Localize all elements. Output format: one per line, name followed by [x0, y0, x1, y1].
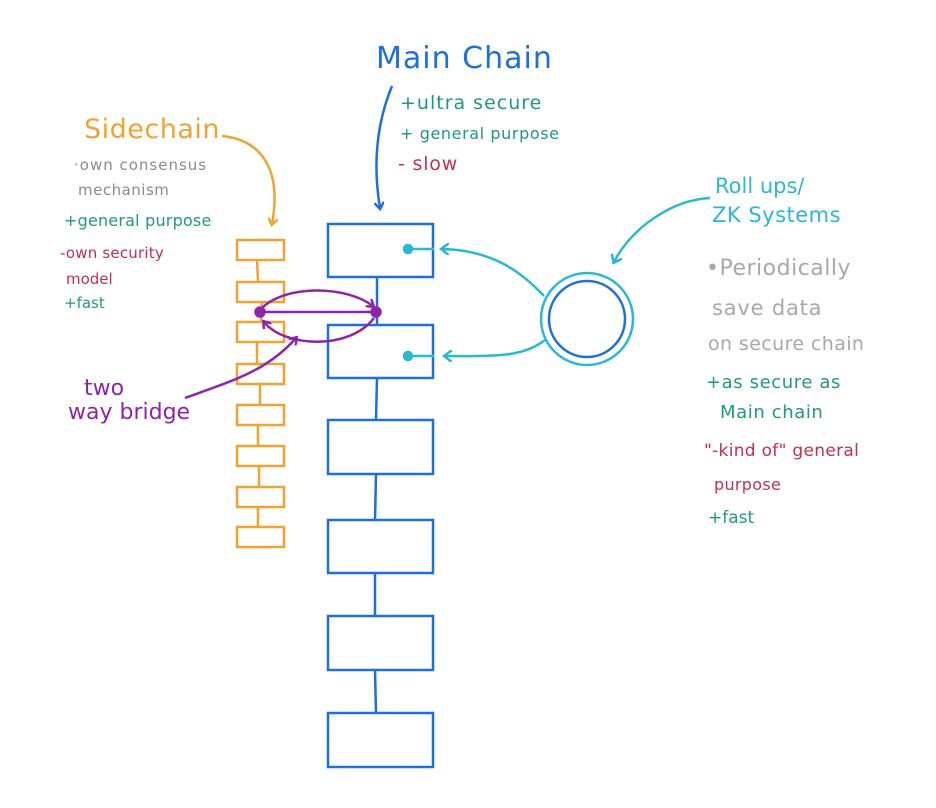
- main-link-5: [373, 669, 378, 714]
- rollups-note-purpose: purpose: [714, 475, 782, 494]
- main-chain-note-slow: - slow: [398, 153, 459, 175]
- sidechain-note-general-purpose: +general purpose: [64, 211, 212, 230]
- main-link-3: [373, 473, 378, 521]
- rollup-label-arrow: [614, 196, 711, 262]
- side-block-2: [235, 280, 286, 304]
- side-block-1: [235, 238, 286, 262]
- bridge-endpoint-left: [254, 306, 266, 318]
- bridge-endpoint-right: [370, 306, 382, 318]
- rollup-system: [402, 196, 711, 367]
- side-block-8: [235, 525, 286, 549]
- rollup-arrow-to-block-1: [442, 249, 545, 297]
- rollup-inner-ring: [547, 279, 627, 359]
- side-block-5: [235, 403, 286, 427]
- two-way-bridge: [184, 289, 382, 400]
- bridge-label-line-1: two: [84, 376, 125, 401]
- main-chain-note-general-purpose: + general purpose: [400, 124, 560, 143]
- rollups-note-main-chain: Main chain: [720, 402, 824, 423]
- rollup-arrow-to-block-2: [445, 338, 546, 356]
- rollup-outer-ring: [539, 271, 635, 367]
- sidechain-note-model: model: [66, 270, 113, 288]
- main-block-6: [326, 711, 435, 769]
- bridge-arc-bottom: [264, 317, 375, 343]
- side-link: [255, 259, 260, 283]
- rollups-note-kind-of-general: "-kind of" general: [704, 441, 860, 461]
- main-block-3: [326, 418, 435, 476]
- sidechain-blocks: [235, 238, 286, 549]
- main-chain-note-ultra-secure: +ultra secure: [400, 92, 543, 114]
- sidechain-note-fast: +fast: [64, 294, 105, 312]
- bridge-arc-top: [261, 289, 373, 309]
- rollups-note-periodically: •Periodically: [706, 256, 852, 281]
- main-chain: [326, 222, 435, 769]
- main-link-2: [374, 377, 379, 421]
- main-block-5: [326, 614, 435, 672]
- sidechain-label-arrow: [221, 134, 275, 224]
- main-block-4: [326, 518, 435, 575]
- main-chain-title: Main Chain: [376, 41, 553, 76]
- sidechain-note-mechanism: mechanism: [78, 181, 170, 199]
- sidechain-title: Sidechain: [84, 114, 221, 145]
- rollups-note-secure-chain: on secure chain: [708, 333, 865, 355]
- sidechain-note-own-security: -own security: [60, 244, 164, 262]
- rollups-note-save-data: save data: [712, 296, 823, 320]
- sidechain-note-consensus: ·own consensus: [74, 156, 208, 174]
- rollups-note-as-secure: +as secure as: [706, 372, 841, 393]
- bridge-label-line-2: way bridge: [68, 400, 191, 425]
- rollups-title-line-1: Roll ups/: [715, 174, 805, 198]
- rollups-note-fast: +fast: [708, 508, 755, 528]
- side-block-3: [235, 320, 286, 344]
- main-block-2: [326, 323, 435, 380]
- side-block-7: [235, 485, 286, 509]
- rollups-title-line-2: ZK Systems: [712, 203, 842, 227]
- bridge-pointer-arrow: [184, 338, 296, 400]
- main-chain-label-arrow: [376, 85, 394, 208]
- side-block-6: [235, 444, 286, 468]
- main-block-1: [326, 222, 435, 279]
